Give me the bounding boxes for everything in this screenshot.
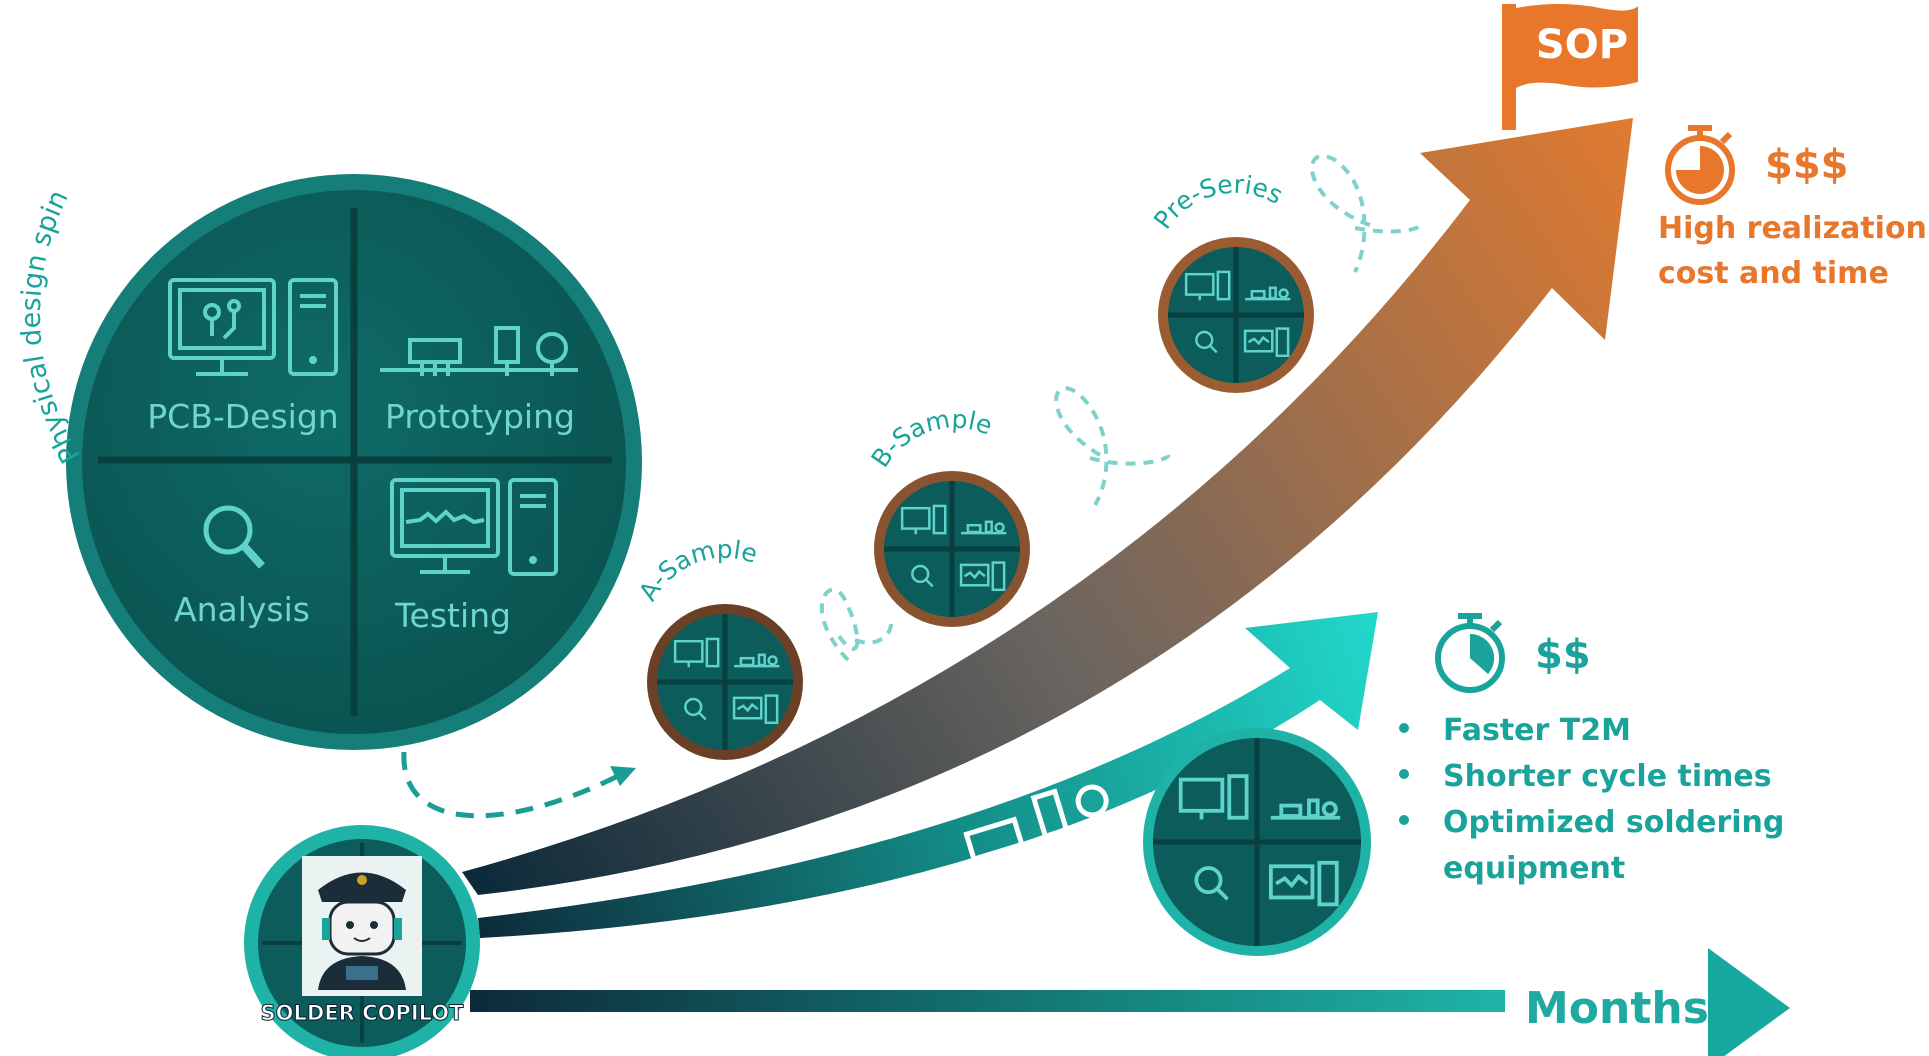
benefit-2: Shorter cycle times [1443,759,1772,794]
mini-test-monitor-icon [732,696,763,720]
flag-cloth [1516,4,1638,88]
mini-magnifier-icon [684,697,703,717]
copilot-cost: $$ Faster T2M Shorter cycle times Optimi… [1399,613,1784,886]
axis-arrowhead [1708,948,1790,1056]
mini-test-monitor-icon [1268,864,1315,900]
mini-magnifier-icon [911,564,930,584]
sample-circle-preseries [1158,237,1314,393]
benefit-3-continued: equipment [1443,851,1625,886]
pcb-design-icon [168,278,338,376]
bullet [1399,769,1409,779]
bullet [1399,815,1409,825]
prototyping-icon [380,326,578,376]
pilot-mascot-icon [318,872,406,990]
traditional-description-line2: cost and time [1658,256,1889,291]
quadrant-label-analysis: Analysis [174,590,310,629]
loop-c [1310,154,1422,273]
benefit-1: Faster T2M [1443,713,1631,748]
axis-label: Months [1525,983,1709,1034]
mini-tower-icon [1275,327,1290,358]
sample-circle-a [647,604,803,760]
mini-magnifier-icon [1195,330,1214,350]
mini-tower-icon [1317,860,1339,907]
mini-monitor-icon [1178,777,1225,813]
sample-label-preseries: Pre-Series [1148,170,1287,235]
flag-label: SOP [1536,22,1628,68]
mini-test-monitor-icon [1243,329,1274,353]
mini-tower-icon [991,561,1006,592]
quadrant-label-pcb: PCB-Design [147,397,338,436]
sample-label-a: A-Sample [633,535,761,606]
iteration-loops [819,154,1422,662]
mini-test-monitor-icon [959,563,990,587]
benefit-3: Optimized soldering [1443,805,1784,840]
quadrant-label-testing: Testing [394,596,511,635]
testing-monitor-icon [390,478,558,576]
mini-icons [673,637,780,725]
loop-b [1054,386,1171,507]
bullet [1399,723,1409,733]
axis-bar [470,990,1505,1012]
mini-monitor-icon [673,639,704,663]
sop-flag: SOP [1502,4,1638,130]
traditional-description-line1: High realization [1658,211,1927,246]
mini-tower-icon [932,504,947,535]
sample-label-b: B-Sample [866,404,997,472]
mini-tower-icon [1216,270,1231,301]
magnifier-icon [203,505,265,569]
copilot-cost-label: $$ [1535,632,1591,678]
flag-pole [1502,4,1516,130]
design-spin-circle: PCB-Design Prototyping Analysis [66,174,642,750]
mini-icons [1184,270,1291,358]
prototyping-board-icon [947,784,1140,879]
connector-arrowhead [610,766,636,786]
mini-monitor-icon [900,506,931,530]
solder-copilot-logo: SOLDER COPILOT [244,825,480,1056]
sample-circle-b [874,471,1030,627]
copilot-spin-circle [1143,728,1371,956]
traditional-cost: $$$ High realization cost and time [1658,125,1927,291]
copilot-path-arrow [478,612,1378,938]
logo-text: SOLDER COPILOT [261,1001,465,1025]
traditional-path-arrow [462,118,1633,895]
mini-tower-icon [764,694,779,725]
stopwatch-icon [1435,613,1505,693]
mini-tower-icon [1227,774,1249,820]
months-axis: Months [470,948,1790,1056]
stopwatch-icon [1665,125,1735,205]
mini-icons [900,504,1007,592]
quadrant-label-prototyping: Prototyping [385,397,575,436]
dashed-connector [401,751,622,819]
mini-icons [1178,774,1341,907]
traditional-cost-label: $$$ [1765,142,1849,188]
loop-a [819,587,893,662]
copilot-benefits: Faster T2M Shorter cycle times Optimized… [1399,713,1784,886]
mini-magnifier-icon [1194,866,1223,895]
mini-tower-icon [705,637,720,668]
